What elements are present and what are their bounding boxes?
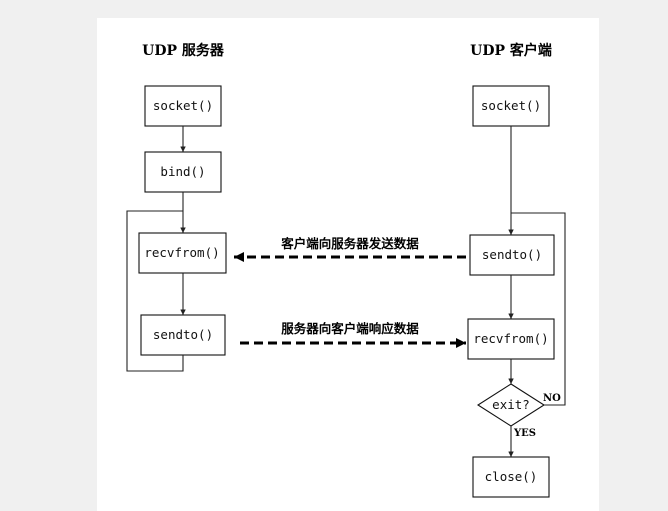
server-recvfrom-box: recvfrom() — [138, 232, 227, 274]
yes-label: YES — [513, 428, 536, 439]
client-socket-box: socket() — [472, 85, 550, 127]
server-loop-line — [126, 210, 184, 372]
client-close-box: close() — [472, 456, 550, 498]
client-no-loop-line — [511, 212, 566, 406]
server-socket-box: socket() — [144, 85, 222, 127]
client-close-label: close() — [485, 469, 538, 484]
client-to-server-label: 客户端向服务器发送数据 — [280, 236, 419, 251]
server-bind-label: bind() — [160, 164, 205, 179]
server-to-client-label: 服务器向客户端响应数据 — [281, 321, 419, 336]
server-recvfrom-label: recvfrom() — [144, 245, 219, 260]
client-title: UDP 客户端 — [470, 42, 552, 59]
client-exit-label: exit? — [492, 397, 530, 412]
server-socket-label: socket() — [153, 98, 213, 113]
client-recvfrom-label: recvfrom() — [473, 331, 548, 346]
server-title: UDP 服务器 — [142, 42, 225, 59]
client-socket-label: socket() — [481, 98, 541, 113]
client-exit-decision: exit? — [476, 383, 546, 427]
server-sendto-label: sendto() — [153, 327, 213, 342]
server-bind-box: bind() — [144, 151, 222, 193]
client-sendto-box: sendto() — [469, 234, 555, 276]
client-recvfrom-box: recvfrom() — [467, 318, 555, 360]
no-label: NO — [543, 393, 561, 404]
server-sendto-box: sendto() — [140, 314, 226, 356]
client-sendto-label: sendto() — [482, 247, 542, 262]
